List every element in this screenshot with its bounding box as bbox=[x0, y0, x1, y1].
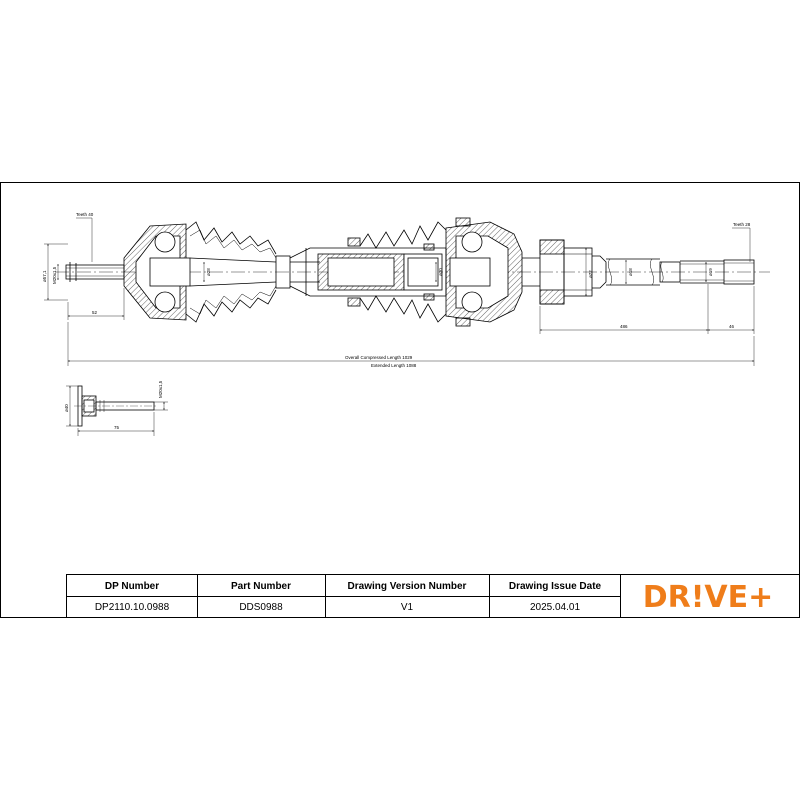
right-output-shaft bbox=[592, 255, 755, 289]
bolt-detail bbox=[66, 385, 168, 436]
drive-plus-logo: DR!VE+ bbox=[643, 580, 774, 615]
left-cv-joint bbox=[123, 223, 191, 321]
bolt-length-75: 75 bbox=[114, 425, 120, 430]
inner-boot bbox=[359, 221, 447, 323]
right-ball-top bbox=[461, 231, 483, 253]
left-stub bbox=[65, 262, 125, 282]
right-ball-bottom bbox=[461, 291, 483, 313]
value-dp-number: DP2110.10.0988 bbox=[95, 602, 170, 613]
header-drawing-version: Drawing Version Number bbox=[348, 581, 467, 592]
dim-length-486: 486 bbox=[620, 324, 628, 329]
bolt-labels: ø40 M20x1,5 75 bbox=[64, 380, 163, 430]
teeth-left-label: Teeth 40 bbox=[76, 212, 94, 217]
dim-diameter-18: ø18 bbox=[628, 268, 633, 276]
bearing-section bbox=[522, 239, 593, 305]
dim-thread-m20: M20x1,5 bbox=[52, 266, 57, 284]
teeth-right-label: Teeth 28 bbox=[733, 222, 751, 227]
drive-shaft-assembly bbox=[55, 217, 770, 327]
bolt-thread-m20: M20x1,5 bbox=[158, 380, 163, 398]
header-issue-date: Drawing Issue Date bbox=[509, 581, 602, 592]
overall-compressed-length: Overall Compressed Length 1029 bbox=[345, 355, 413, 360]
title-block bbox=[66, 574, 800, 618]
damper-section bbox=[317, 237, 443, 307]
dimension-lines bbox=[44, 217, 755, 366]
dim-diameter-57: ø57,1 bbox=[42, 270, 47, 282]
value-drawing-version: V1 bbox=[401, 602, 414, 613]
left-ball-bottom bbox=[154, 291, 176, 313]
title-block-text: DP Number Part Number Drawing Version Nu… bbox=[95, 580, 773, 615]
extended-length: Extended Length 1088 bbox=[371, 363, 417, 368]
left-ball-top bbox=[154, 231, 176, 253]
left-boot bbox=[185, 221, 277, 323]
header-dp-number: DP Number bbox=[105, 581, 159, 592]
value-part-number: DDS0988 bbox=[239, 602, 283, 613]
right-cv-joint bbox=[445, 217, 523, 327]
bolt-diameter-40: ø40 bbox=[64, 404, 69, 412]
dim-diameter-28: ø28 bbox=[206, 268, 211, 276]
dim-length-46: 46 bbox=[729, 324, 735, 329]
dim-length-52: 52 bbox=[92, 310, 98, 315]
value-issue-date: 2025.04.01 bbox=[530, 602, 580, 613]
dim-diameter-72: ø72 bbox=[588, 270, 593, 278]
header-part-number: Part Number bbox=[231, 581, 291, 592]
dim-diameter-30: ø30 bbox=[438, 268, 443, 276]
dimension-labels: Teeth 40 Teeth 28 ø57,1 M20x1,5 52 ø28 ø… bbox=[42, 212, 751, 368]
dim-diameter-19: ø19 bbox=[708, 268, 713, 276]
